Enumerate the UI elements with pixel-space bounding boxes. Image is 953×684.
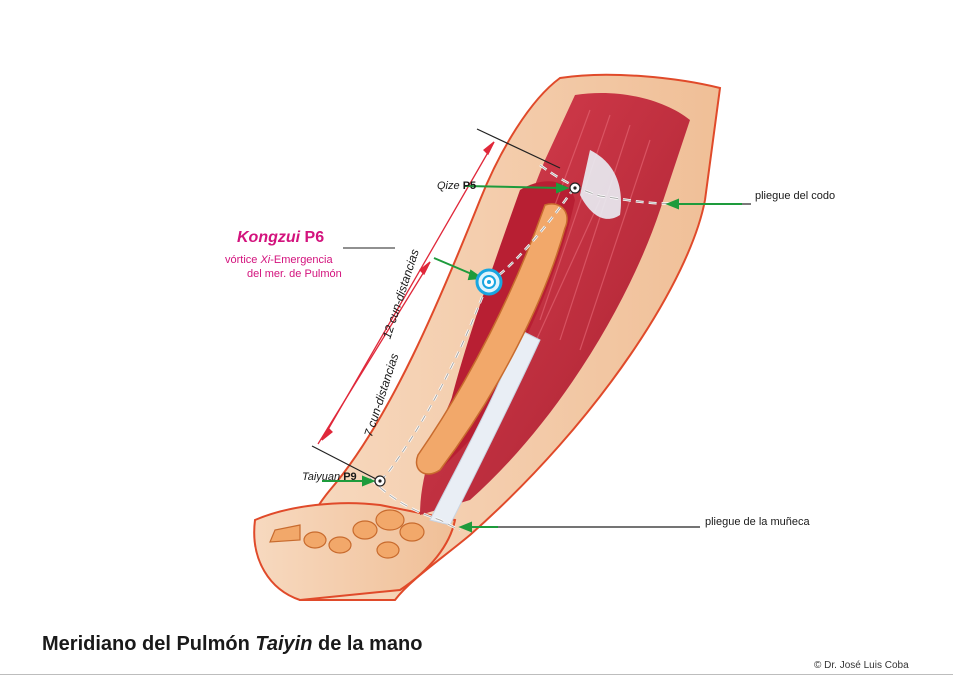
point-p6-code: P6 bbox=[305, 229, 325, 246]
copyright-credit: © Dr. José Luis Coba bbox=[814, 660, 909, 671]
point-p6-marker bbox=[477, 270, 501, 294]
point-p9-marker bbox=[375, 476, 385, 486]
point-p6-label: Kongzui P6 bbox=[237, 229, 324, 247]
p6-desc-b: -Emergencia bbox=[270, 254, 332, 266]
point-p5-name: Qize bbox=[437, 180, 460, 192]
elbow-crease-label: pliegue del codo bbox=[755, 190, 835, 202]
point-p6-description-line2: del mer. de Pulmón bbox=[247, 268, 342, 280]
p6-desc-xi: Xi bbox=[260, 254, 270, 266]
point-p6-name: Kongzui bbox=[237, 229, 300, 246]
point-p6-description-line1: vórtice Xi-Emergencia bbox=[225, 254, 333, 266]
wrist-crease-label: pliegue de la muñeca bbox=[705, 516, 810, 528]
caption-part2: de la mano bbox=[312, 633, 422, 655]
caption-italic: Taiyin bbox=[255, 633, 312, 655]
figure-caption: Meridiano del Pulmón Taiyin de la mano bbox=[42, 633, 422, 656]
point-p5-code: P5 bbox=[463, 180, 476, 192]
p6-desc-a: vórtice bbox=[225, 254, 260, 266]
hand-skin bbox=[254, 503, 455, 600]
point-p9-label: Taiyuan P9 bbox=[302, 471, 357, 483]
point-p5-marker bbox=[570, 183, 580, 193]
point-p9-name: Taiyuan bbox=[302, 471, 340, 483]
footer-divider bbox=[0, 674, 953, 675]
point-p5-label: Qize P5 bbox=[437, 180, 476, 192]
caption-part1: Meridiano del Pulmón bbox=[42, 633, 255, 655]
point-p9-code: P9 bbox=[343, 471, 356, 483]
